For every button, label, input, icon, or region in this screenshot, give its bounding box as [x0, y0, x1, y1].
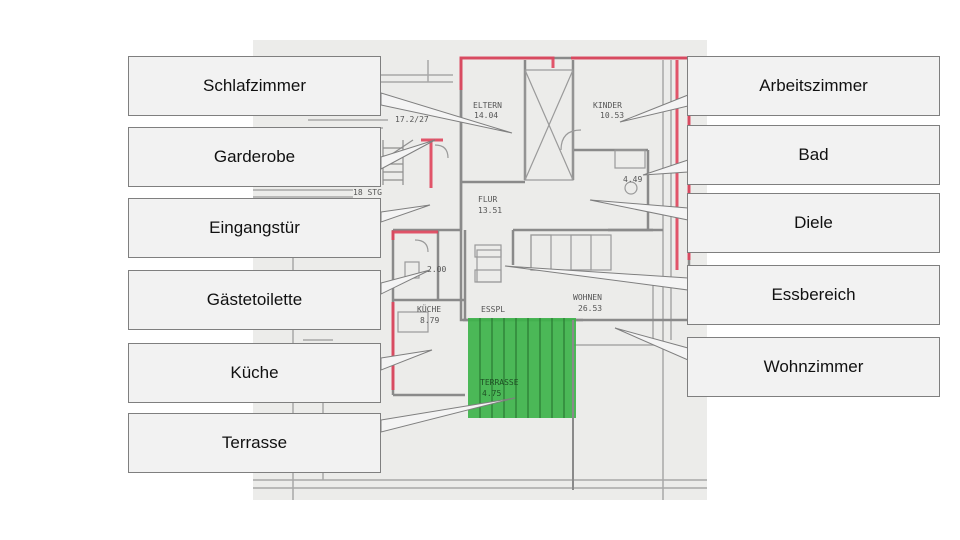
- plan-furniture: [397, 69, 646, 333]
- room-name-kinder: KINDER: [593, 101, 622, 110]
- label-arbeitszimmer-text: Arbeitszimmer: [759, 76, 868, 95]
- leader-arbeitszimmer: [619, 94, 689, 123]
- leader-gaestetoilette: [380, 269, 431, 295]
- leader-terrasse: [380, 397, 516, 433]
- label-essbereich: Essbereich: [687, 265, 940, 325]
- room-area-wohnen: 26.53: [578, 304, 602, 313]
- label-wohnzimmer: Wohnzimmer: [687, 337, 940, 397]
- room-area-eltern: 14.04: [474, 111, 498, 120]
- room-area-flur: 13.51: [478, 206, 502, 215]
- room-area-kinder: 10.53: [600, 111, 624, 120]
- label-kueche-text: Küche: [230, 363, 279, 382]
- leader-eingangstuer: [380, 204, 431, 223]
- label-eingangstuer-text: Eingangstür: [209, 218, 300, 237]
- room-name-eltern: ELTERN: [473, 101, 502, 110]
- label-diele: Diele: [687, 193, 940, 253]
- room-name-flur: FLUR: [478, 195, 497, 204]
- room-name-terrasse: TERRASSE: [480, 378, 519, 387]
- leader-schlafzimmer: [380, 92, 513, 134]
- label-garderobe-text: Garderobe: [213, 147, 296, 166]
- label-schlafzimmer-text: Schlafzimmer: [203, 76, 306, 95]
- label-essbereich-text: Essbereich: [771, 285, 856, 304]
- leader-essbereich: [504, 265, 689, 291]
- label-kueche: Küche: [128, 343, 381, 403]
- label-terrasse-text: Terrasse: [221, 433, 288, 452]
- room-area-bad: 4.49: [623, 175, 642, 184]
- stair-label: 18 STG: [353, 188, 382, 197]
- label-wohnzimmer-text: Wohnzimmer: [763, 357, 864, 376]
- room-area-kueche: 8.79: [420, 316, 439, 325]
- room-area-wc: 2.00: [427, 265, 446, 274]
- label-gaestetoilette: Gästetoilette: [128, 270, 381, 330]
- room-area-terrasse: 4.75: [482, 389, 501, 398]
- label-garderobe: Garderobe: [128, 127, 381, 187]
- room-name-wohnen: WOHNEN: [573, 293, 602, 302]
- label-diele-text: Diele: [794, 213, 833, 232]
- label-gaestetoilette-text: Gästetoilette: [206, 290, 303, 309]
- room-name-kueche: KÜCHE: [417, 304, 441, 314]
- leader-diele: [589, 199, 689, 221]
- leader-garderobe: [380, 139, 436, 170]
- leader-wohnzimmer: [614, 327, 689, 361]
- label-bad: Bad: [687, 125, 940, 185]
- leader-bad: [642, 159, 689, 176]
- label-bad-text: Bad: [798, 145, 829, 164]
- label-schlafzimmer: Schlafzimmer: [128, 56, 381, 116]
- leader-kueche: [380, 349, 433, 371]
- stair-dims: 17.2/27: [395, 115, 429, 124]
- room-name-esspl: ESSPL: [481, 305, 505, 314]
- label-terrasse: Terrasse: [128, 413, 381, 473]
- label-arbeitszimmer: Arbeitszimmer: [687, 56, 940, 116]
- terrace-green-area: [468, 318, 576, 490]
- label-eingangstuer: Eingangstür: [128, 198, 381, 258]
